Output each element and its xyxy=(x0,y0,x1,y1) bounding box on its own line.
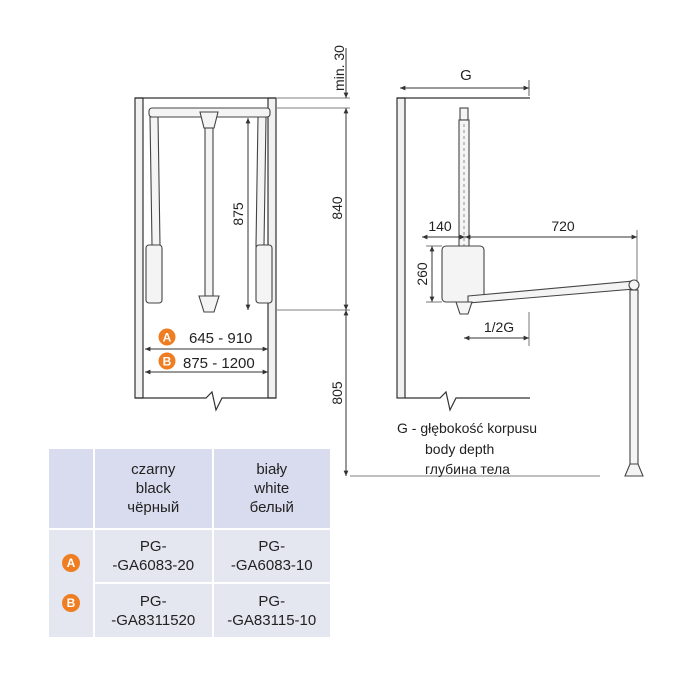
code-a-black: PG- -GA6083-20 xyxy=(95,529,212,583)
dim-rod-drop: 875 xyxy=(230,118,251,310)
legend-line-1: G - głębokość korpusu xyxy=(397,420,537,436)
dim-body-depth: G xyxy=(400,67,530,96)
header-black: czarny black чёрный xyxy=(95,449,212,528)
svg-text:140: 140 xyxy=(428,218,452,234)
svg-text:A: A xyxy=(163,331,172,345)
svg-text:260: 260 xyxy=(414,262,430,286)
dim-half-depth: 1/2G xyxy=(464,312,530,346)
dim-rod-drop-label: 875 xyxy=(230,202,246,226)
badge-b-icon: B xyxy=(62,594,80,613)
table-row: PG- -GA8311520 PG- -GA83115-10 xyxy=(49,584,330,637)
legend-line-2: body depth xyxy=(425,441,494,457)
side-lift-mechanism xyxy=(441,107,644,477)
range-a-label: 645 - 910 xyxy=(189,330,252,347)
front-extension-lines xyxy=(277,97,600,477)
dim-basket-height: 260 xyxy=(414,245,442,303)
side-view: G 140 720 xyxy=(396,67,644,477)
svg-text:1/2G: 1/2G xyxy=(484,319,514,335)
side-cabinet xyxy=(396,97,530,412)
code-b-black: PG- -GA8311520 xyxy=(95,584,212,637)
dim-extension: 720 xyxy=(465,218,638,282)
product-code-table: czarny black чёрный biały white белый A … xyxy=(47,447,332,639)
row-badges-cell: A B xyxy=(49,529,93,637)
front-lift-mechanism xyxy=(145,107,273,313)
header-white: biały white белый xyxy=(213,449,330,528)
dim-range-a: A 645 - 910 xyxy=(145,328,268,352)
table-row: A B PG- -GA6083-20 PG- -GA6083-10 xyxy=(49,529,330,637)
svg-text:720: 720 xyxy=(551,218,575,234)
badge-a-icon: A xyxy=(62,554,80,573)
badge-a-icon xyxy=(158,328,176,346)
table-corner-cell xyxy=(49,449,93,528)
depth-legend: G - głębokość korpusu body depth глубина… xyxy=(397,420,537,477)
front-view: 875 A 645 - 910 B 875 - 1200 xyxy=(134,97,600,477)
table-header-row: czarny black чёрный biały white белый xyxy=(49,449,330,528)
code-a-white: PG- -GA6083-10 xyxy=(213,529,330,583)
badge-b-icon xyxy=(158,352,176,370)
dim-lift-height-label: 840 xyxy=(329,196,345,220)
dim-min-gap-label: min. 30 xyxy=(331,45,347,91)
svg-text:B: B xyxy=(163,355,172,369)
dim-range-b: B 875 - 1200 xyxy=(145,352,268,375)
dim-basket-width: 140 xyxy=(422,218,465,240)
code-b-white: PG- -GA83115-10 xyxy=(213,584,330,637)
dim-floor-height-label: 805 xyxy=(329,381,345,405)
legend-line-3: глубина тела xyxy=(425,461,510,477)
range-b-label: 875 - 1200 xyxy=(183,355,255,372)
vertical-dimensions: min. 30 840 805 xyxy=(329,45,349,476)
dim-body-depth-label: G xyxy=(460,67,472,84)
